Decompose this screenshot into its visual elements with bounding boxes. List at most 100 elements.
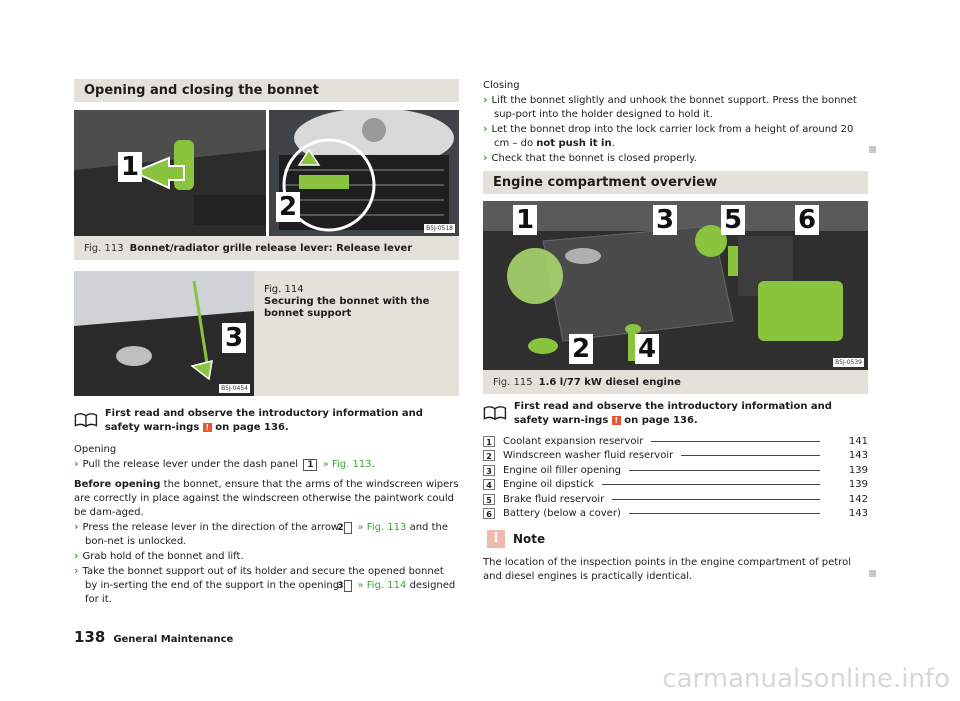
closing-block: Closing ›Lift the bonnet slightly and un… — [483, 79, 868, 166]
chevron-right-icon: › — [74, 549, 79, 562]
ref-box-2: 2 — [337, 522, 353, 534]
end-marker — [869, 146, 876, 153]
list-item: 1 Coolant expansion reservoir 141 — [483, 434, 868, 449]
list-item-number: 6 — [483, 508, 495, 520]
section-title-engine-compartment: Engine compartment overview — [483, 171, 868, 194]
warning-icon: ! — [202, 422, 212, 432]
chevron-right-icon: › — [74, 564, 79, 577]
fig113-illustration — [74, 110, 459, 236]
list-item: 6 Battery (below a cover) 143 — [483, 507, 868, 522]
info-icon: i — [487, 530, 505, 548]
list-item: 4 Engine oil dipstick 139 — [483, 478, 868, 493]
fig113-caption-text: Bonnet/radiator grille release lever: Re… — [129, 242, 413, 254]
list-item-label: Battery (below a cover) — [503, 508, 621, 520]
fig115-label: Fig. 115 — [493, 376, 533, 388]
leader-line — [629, 469, 820, 471]
callout-4: 4 — [635, 334, 659, 364]
callout-3: 3 — [222, 323, 246, 353]
list-item: 3 Engine oil filler opening 139 — [483, 463, 868, 478]
ref-box-1: 1 — [303, 459, 318, 471]
fig114-label: Fig. 114 — [264, 284, 304, 295]
list-item-label: Brake fluid reservoir — [503, 493, 605, 505]
fig113-link[interactable]: » Fig. 113 — [322, 459, 372, 470]
opening-step-4: ›Take the bonnet support out of its hold… — [74, 564, 456, 605]
leader-line — [681, 455, 820, 457]
section-title-opening-closing: Opening and closing the bonnet — [74, 79, 459, 102]
list-item-number: 2 — [483, 450, 495, 462]
fig113-code: B5J-0518 — [424, 224, 455, 233]
list-item-label: Coolant expansion reservoir — [503, 435, 644, 447]
page-footer: 138 General Maintenance — [74, 628, 233, 646]
fig114-caption-panel: Fig. 114 Securing the bonnet with the bo… — [254, 271, 459, 396]
chevron-right-icon: › — [74, 520, 79, 533]
closing-step-1: ›Lift the bonnet slightly and unhook the… — [483, 93, 857, 120]
chevron-right-icon: › — [483, 151, 488, 164]
fig114-link[interactable]: » Fig. 114 — [357, 580, 407, 591]
list-item-number: 4 — [483, 479, 495, 491]
page-number: 138 — [74, 628, 106, 646]
section-title-text: Engine compartment overview — [493, 175, 718, 190]
callout-5: 5 — [721, 205, 745, 235]
fig113-link[interactable]: » Fig. 113 — [357, 522, 407, 533]
leader-line — [651, 440, 820, 442]
callout-1: 1 — [513, 205, 537, 235]
end-marker — [869, 570, 876, 577]
list-item-number: 3 — [483, 464, 495, 476]
fig115-photo: 1 3 5 6 2 4 B5J-0539 — [483, 201, 868, 370]
list-item-number: 1 — [483, 435, 495, 447]
fig113-photo: 1 2 B5J-0518 — [74, 110, 459, 236]
read-first-left-page-link[interactable]: on page 136. — [215, 422, 289, 433]
note-box: i Note The location of the inspection po… — [483, 530, 868, 584]
list-item-label: Engine oil dipstick — [503, 479, 594, 491]
note-text: The location of the inspection points in… — [483, 557, 851, 582]
warning-icon: ! — [611, 415, 621, 425]
section-title-text: Opening and closing the bonnet — [84, 83, 319, 98]
opening-step-2: ›Press the release lever in the directio… — [74, 520, 448, 547]
list-item-page[interactable]: 143 — [848, 508, 868, 520]
read-first-left-text: First read and observe the introductory … — [104, 408, 423, 433]
book-icon — [483, 406, 507, 421]
closing-heading: Closing — [483, 80, 520, 91]
leader-line — [612, 498, 820, 500]
list-item-label: Engine oil filler opening — [503, 464, 622, 476]
closing-step-2: ›Let the bonnet drop into the lock carri… — [483, 122, 854, 149]
opening-step-1: ›Pull the release lever under the dash p… — [74, 457, 375, 471]
list-item-number: 5 — [483, 493, 495, 505]
chevron-right-icon: › — [483, 93, 488, 106]
list-item-label: Windscreen washer fluid reservoir — [503, 450, 674, 462]
fig114-caption-text: Securing the bonnet with the bonnet supp… — [264, 296, 430, 319]
list-item-page[interactable]: 139 — [848, 464, 868, 476]
read-first-left: First read and observe the introductory … — [74, 407, 459, 435]
list-item: 5 Brake fluid reservoir 142 — [483, 492, 868, 507]
fig113-label: Fig. 113 — [84, 242, 124, 254]
list-item-page[interactable]: 142 — [848, 493, 868, 505]
before-opening-paragraph: Before opening the bonnet, ensure that t… — [74, 479, 459, 518]
list-item-page[interactable]: 139 — [848, 479, 868, 491]
list-item-page[interactable]: 141 — [848, 435, 868, 447]
closing-step-3: ›Check that the bonnet is closed properl… — [483, 151, 697, 164]
component-list: 1 Coolant expansion reservoir 141 2 Wind… — [483, 434, 868, 521]
chevron-right-icon: › — [74, 457, 79, 470]
fig113-caption: Fig. 113 Bonnet/radiator grille release … — [74, 236, 459, 260]
fig115-caption: Fig. 115 1.6 l/77 kW diesel engine — [483, 370, 868, 394]
fig115-code: B5J-0539 — [833, 358, 864, 367]
opening-heading: Opening — [74, 444, 117, 455]
leader-line — [628, 513, 820, 515]
callout-1: 1 — [118, 152, 142, 182]
callout-3: 3 — [653, 205, 677, 235]
fig114-code: B5J-0454 — [219, 384, 250, 393]
book-icon — [74, 413, 98, 428]
note-title: Note — [513, 532, 546, 546]
list-item: 2 Windscreen washer fluid reservoir 143 — [483, 449, 868, 464]
read-first-right-text: First read and observe the introductory … — [513, 401, 832, 426]
callout-6: 6 — [795, 205, 819, 235]
watermark: carmanualsonline.info — [662, 664, 950, 694]
opening-block: Opening ›Pull the release lever under th… — [74, 443, 459, 607]
read-first-right-page-link[interactable]: on page 136. — [624, 415, 698, 426]
chevron-right-icon: › — [483, 122, 488, 135]
ref-box-3: 3 — [337, 580, 353, 592]
list-item-page[interactable]: 143 — [848, 450, 868, 462]
leader-line — [601, 484, 820, 486]
callout-2: 2 — [569, 334, 593, 364]
callout-2: 2 — [276, 192, 300, 222]
